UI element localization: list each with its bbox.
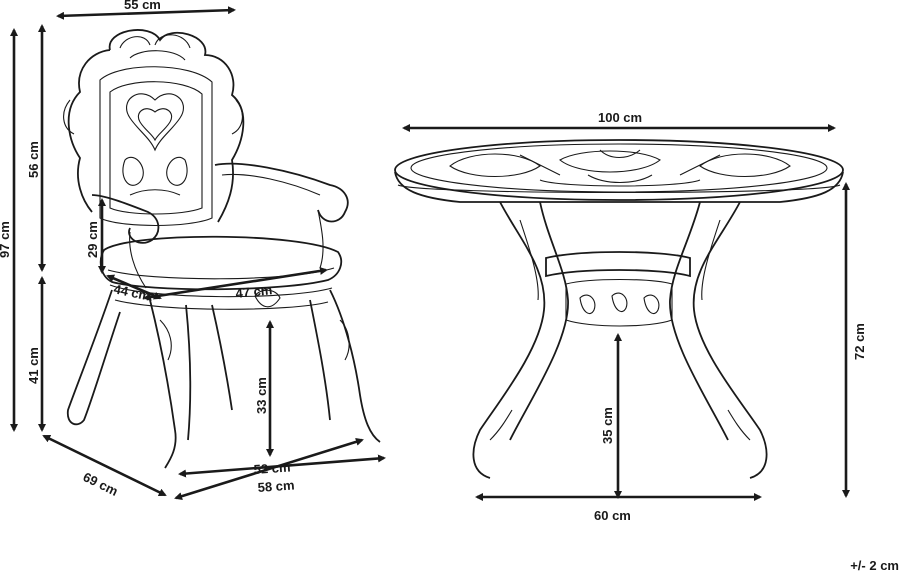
label-table-height: 72 cm	[852, 323, 867, 360]
label-chair-seat-depth: 44 cm	[112, 281, 151, 303]
label-chair-front-span: 52 cm	[253, 459, 291, 477]
label-table-base-span: 60 cm	[594, 508, 631, 523]
label-chair-seat-width: 47 cm	[235, 282, 273, 301]
label-chair-base-width: 58 cm	[257, 477, 295, 495]
label-chair-total-height: 97 cm	[0, 221, 12, 258]
label-table-under-frame: 35 cm	[600, 407, 615, 444]
label-chair-back-height: 56 cm	[26, 141, 41, 178]
dim-line-chair-depth	[42, 434, 167, 497]
dim-line-chair-seat-width	[143, 266, 328, 302]
label-table-diameter: 100 cm	[598, 110, 642, 125]
dim-line-chair-base-width	[174, 437, 364, 501]
tolerance-note: +/- 2 cm	[850, 558, 899, 573]
table-dimensions: 100 cm 72 cm 35 cm 60 cm	[402, 110, 867, 523]
dim-line-chair-width	[56, 6, 236, 20]
label-chair-under-seat: 33 cm	[254, 377, 269, 414]
label-chair-armrest-height: 29 cm	[85, 221, 100, 258]
label-chair-seat-height: 41 cm	[26, 347, 41, 384]
chair-illustration	[63, 29, 381, 469]
label-chair-depth: 69 cm	[81, 469, 121, 499]
label-chair-width: 55 cm	[124, 0, 161, 12]
chair-dimensions: 55 cm 97 cm 56 cm 41 cm 29 cm 44 cm 47 c…	[0, 0, 386, 501]
table-illustration	[394, 139, 844, 479]
